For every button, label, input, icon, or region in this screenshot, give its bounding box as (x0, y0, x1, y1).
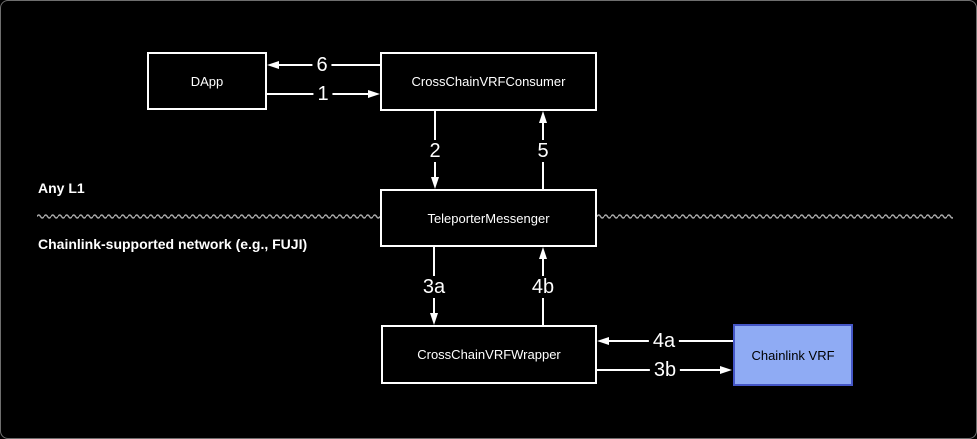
node-dapp: DApp (147, 52, 267, 110)
edge-5-label: 5 (533, 140, 553, 162)
edge-4b-arrowhead-icon (539, 247, 547, 259)
edge-3a-arrowhead-icon (430, 313, 438, 325)
edge-5-arrowhead-icon (539, 111, 547, 123)
edge-4a-arrowhead-icon (597, 337, 609, 345)
edge-4b-label: 4b (527, 276, 559, 298)
node-wrapper-label: CrossChainVRFWrapper (417, 347, 561, 362)
node-teleporter-messenger: TeleporterMessenger (380, 189, 597, 247)
edge-2-label: 2 (425, 140, 445, 162)
edge-4a-label: 4a (648, 330, 680, 352)
node-chainlink-vrf: Chainlink VRF (733, 324, 853, 386)
node-crosschain-vrf-consumer: CrossChainVRFConsumer (380, 52, 597, 111)
node-teleporter-label: TeleporterMessenger (427, 210, 550, 226)
edge-6-arrowhead-icon (267, 61, 279, 69)
edge-3a-label: 3a (418, 276, 450, 298)
node-crosschain-vrf-wrapper: CrossChainVRFWrapper (381, 325, 597, 384)
edge-3b-label: 3b (649, 359, 681, 381)
node-dapp-label: DApp (190, 73, 224, 89)
edge-6-label: 6 (312, 54, 332, 76)
region-label-any-l1: Any L1 (38, 180, 85, 196)
edge-1-arrowhead-icon (368, 90, 380, 98)
region-label-chainlink-network: Chainlink-supported network (e.g., FUJI) (38, 236, 308, 252)
edge-2-arrowhead-icon (431, 177, 439, 189)
node-consumer-label: CrossChainVRFConsumer (411, 74, 566, 89)
node-chainlink-vrf-label: Chainlink VRF (751, 347, 835, 363)
edge-1-label: 1 (313, 83, 333, 105)
edge-3b-arrowhead-icon (720, 366, 732, 374)
